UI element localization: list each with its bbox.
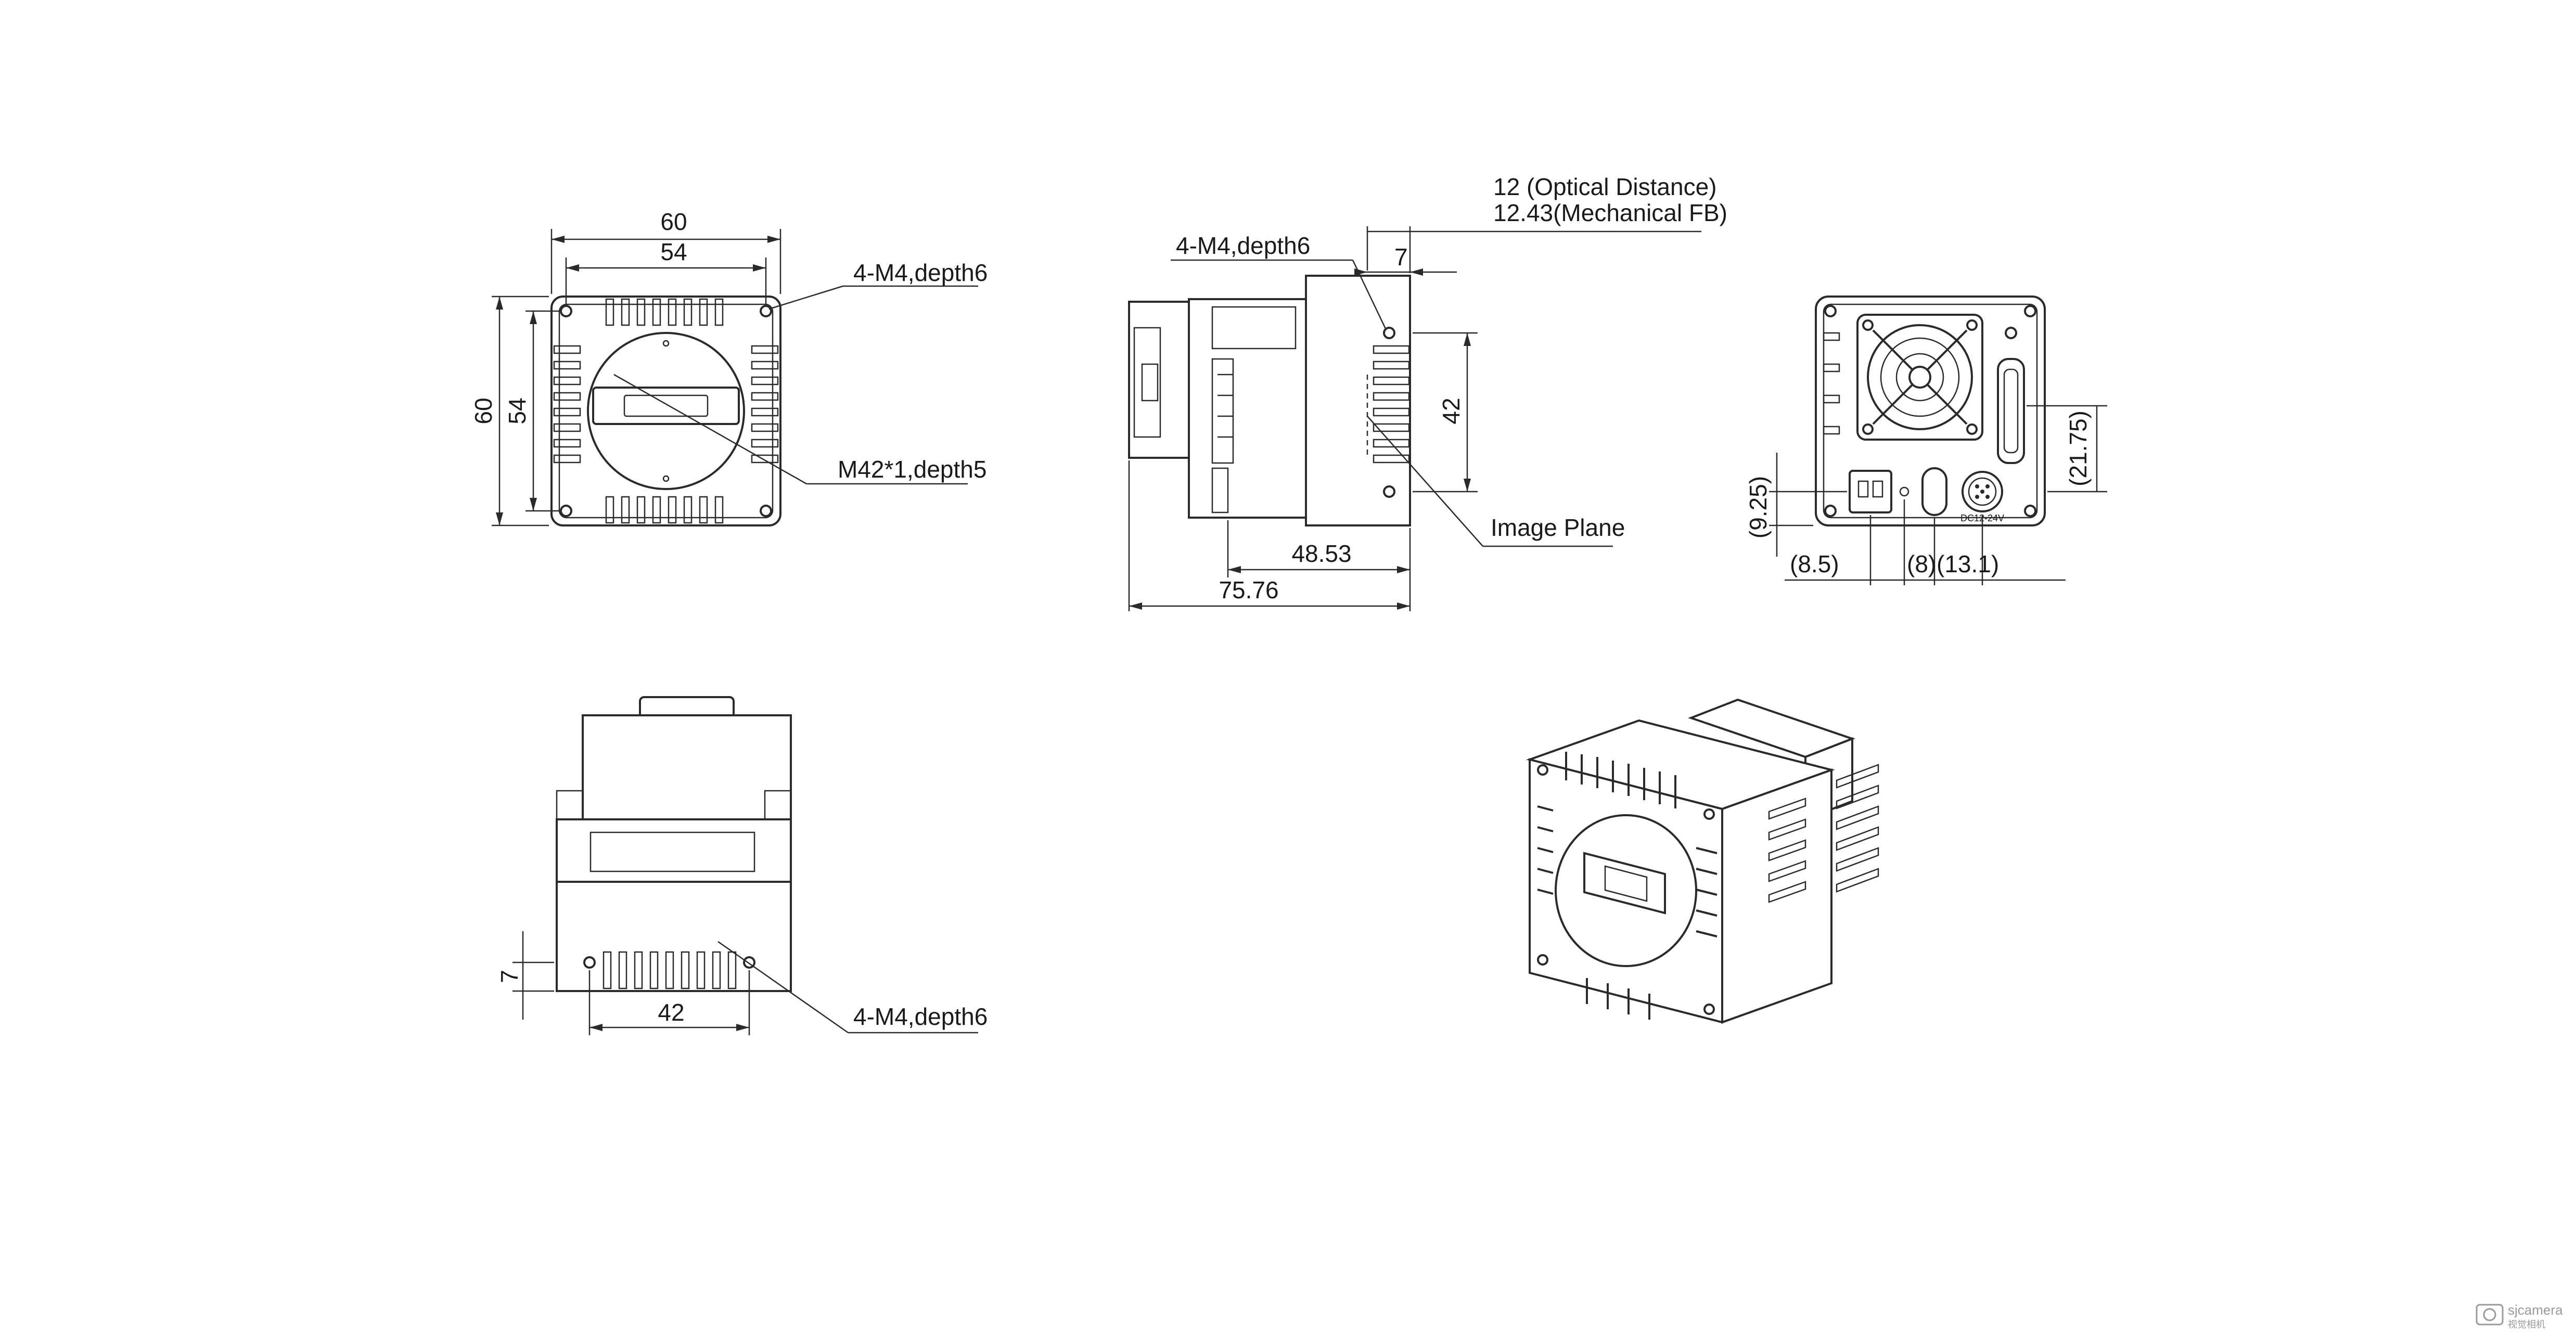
rear-fan-hub (1908, 366, 1931, 389)
front-mount-screw-top (662, 340, 670, 347)
front-width-holes-label: 54 (660, 238, 687, 265)
side-image-plane-label: Image Plane (1491, 514, 1625, 541)
rear-side-connector (1997, 358, 2025, 464)
iso-front-side-fins (1537, 805, 1718, 1020)
front-hole-br (760, 505, 772, 517)
side-rear-plug (1141, 363, 1159, 402)
rear-network-port (1921, 467, 1947, 516)
watermark-sub: 视觉相机 (2508, 1319, 2545, 1330)
side-middle-fins (1211, 358, 1234, 464)
bottom-view: 7 42 4-M4,depth6 (496, 696, 988, 1035)
front-inner-plate (558, 303, 774, 519)
front-mount-callout: M42*1,depth5 (838, 456, 986, 483)
side-hole-spacing-label: 42 (1438, 397, 1465, 424)
side-body-length-label: 48.53 (1291, 540, 1351, 567)
side-hole-top (1383, 327, 1395, 339)
camera-logo-icon (2476, 1304, 2504, 1326)
rear-io-connector (1849, 470, 1892, 513)
front-height-holes-label: 54 (504, 397, 531, 424)
watermark: sjcamera 视觉相机 (2476, 1302, 2563, 1330)
front-mount-screw-bottom (662, 475, 670, 482)
front-view: 60 54 60 54 4-M4,depth6 M42*1,depth5 (470, 208, 988, 526)
bottom-fins (603, 951, 737, 989)
front-width-outer-label: 60 (660, 208, 687, 235)
rear-mid-offset-label: (8) (1907, 550, 1936, 577)
side-hole-bottom (1383, 485, 1395, 498)
side-front-fins (1373, 345, 1410, 464)
bottom-middle-block (556, 818, 792, 883)
front-hole-tr (760, 305, 772, 317)
side-rear-connector (1133, 327, 1161, 438)
front-lens-mount (587, 332, 745, 490)
iso-rear-fins (1836, 764, 1879, 893)
front-left-fins (553, 345, 581, 464)
watermark-text: sjcamera (2508, 1302, 2563, 1318)
side-hole-callout: 4-M4,depth6 (1176, 232, 1310, 259)
iso-side-fins (1768, 798, 1806, 903)
side-optical-distance: 12 (Optical Distance) (1493, 173, 1717, 200)
side-total-length-label: 75.76 (1219, 576, 1278, 603)
rear-view: DC12-24V (9.25) (8.5) (8) (13.1) (21.75) (1745, 295, 2107, 585)
iso-top-fins (1565, 752, 1676, 808)
side-middle-block (1188, 298, 1307, 519)
front-sensor-inner (623, 394, 709, 417)
front-hole-bl (560, 505, 572, 517)
rear-right-offset-label: (13.1) (1937, 550, 1999, 577)
bottom-hole-spacing-label: 42 (658, 999, 684, 1026)
rear-connector-height-label: (21.75) (2065, 410, 2092, 486)
rear-fan-frame (1856, 314, 1983, 441)
rear-inner-plate (1823, 303, 2038, 519)
bottom-hole-callout: 4-M4,depth6 (853, 1003, 988, 1030)
rear-power-connector (1962, 471, 2003, 512)
side-mechanical-fb: 12.43(Mechanical FB) (1493, 199, 1727, 226)
front-top-fins (605, 298, 724, 326)
iso-side-face (1721, 768, 1832, 1024)
bottom-hole-right (743, 956, 755, 969)
iso-lens-mount (1555, 814, 1697, 967)
side-view: 12 (Optical Distance) 12.43(Mechanical F… (1128, 173, 1727, 611)
front-bottom-fins (605, 496, 724, 524)
front-hole-callout: 4-M4,depth6 (853, 259, 988, 286)
iso-sensor-window (1583, 852, 1666, 915)
rear-fan-ring-mid (1880, 337, 1960, 417)
rear-vertical-offset-label: (9.25) (1745, 476, 1772, 538)
side-offset-label: 7 (1394, 243, 1408, 271)
bottom-edge-offset-label: 7 (496, 970, 523, 983)
side-middle-tab (1211, 467, 1229, 513)
front-hole-tl (560, 305, 572, 317)
front-sensor-window (592, 387, 740, 425)
bottom-rear-block (582, 714, 792, 820)
side-middle-upper (1211, 306, 1297, 350)
front-height-outer-label: 60 (470, 397, 497, 424)
rear-fan-ring-outer (1867, 324, 1973, 430)
isometric-view (1526, 698, 1879, 1024)
side-rear-block (1128, 301, 1190, 459)
bottom-hole-left (583, 956, 596, 969)
rear-fan-ring-inner (1895, 353, 1944, 402)
front-right-fins (751, 345, 779, 464)
rear-left-offset-label: (8.5) (1790, 550, 1839, 577)
